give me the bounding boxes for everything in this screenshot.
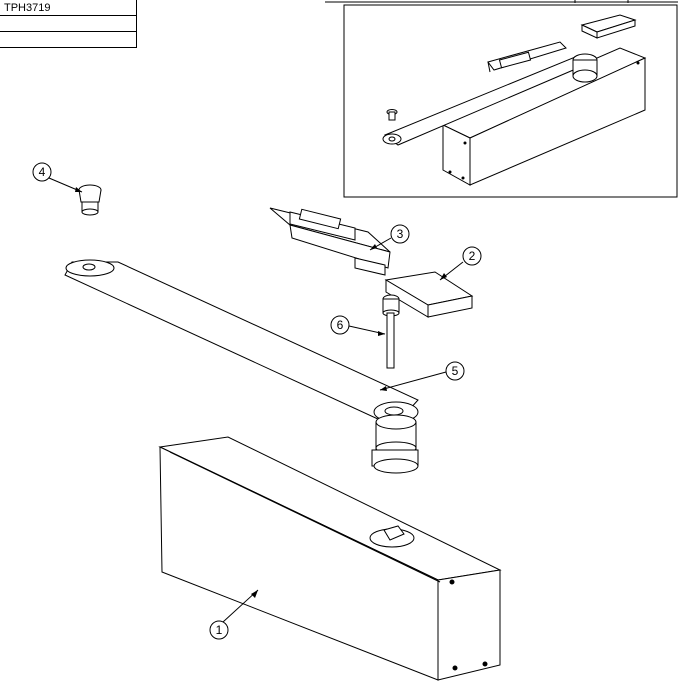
callout-number-5: 5 [452,364,459,378]
callouts: 1 2 3 4 5 6 [32,162,482,640]
callout-bubble-1 [209,620,229,640]
top-table-fragment [325,0,678,3]
callout-number-1: 1 [216,623,223,637]
title-block-row [0,31,137,48]
callout-number-2: 2 [469,249,476,263]
title-block: TPH3719 [0,0,137,48]
callout-number-6: 6 [337,318,344,332]
slide-channel-part [269,207,391,276]
spacer-block-part [384,271,474,318]
closer-body-part [158,436,502,681]
callout-bubble-5 [445,361,465,381]
callout-bubble-6 [330,315,350,335]
callout-bubble-3 [390,224,410,244]
callout-bubble-4 [32,162,52,182]
callout-bubble-2 [462,246,482,266]
end-cap-part [78,184,102,216]
callout-number-4: 4 [39,165,46,179]
assembled-view-inset [343,4,678,198]
arm-part [64,259,419,474]
callout-number-3: 3 [397,227,404,241]
empty-cell [0,31,137,48]
screw-part [382,294,400,369]
